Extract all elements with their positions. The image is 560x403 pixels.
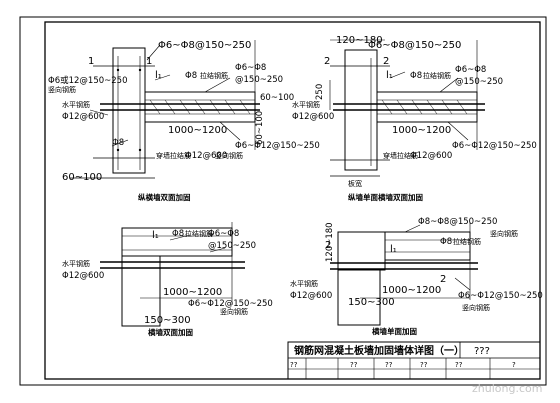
bl-bottom: Φ6~Φ12@150~250: [188, 299, 273, 309]
tl-phi8b: Φ8: [112, 138, 124, 148]
tl-span: 1000~1200: [168, 125, 227, 136]
sheet-title-code: ???: [474, 346, 490, 357]
tl-r3: 60~100: [260, 93, 294, 103]
title-block: [287, 341, 541, 380]
tr-grid-a: 2: [324, 56, 330, 67]
caption-br: 横墙单面加固: [372, 326, 417, 336]
footer-cell-2: ??: [350, 361, 358, 369]
footer-cell-3: ??: [385, 361, 393, 369]
tr-top-dim2: 120~180: [336, 35, 383, 46]
tr-bottom: Φ6~Φ12@150~250: [452, 141, 537, 151]
tr-top-dim: Φ6~Φ8@150~250: [368, 40, 461, 51]
bl-phi8-note: 拉结钢筋: [185, 229, 213, 238]
watermark: zhulong.com: [472, 382, 542, 395]
tl-phi12: Φ12@600: [62, 112, 104, 122]
bl-l1: l₁: [152, 230, 159, 241]
tl-note2: 竖向钢筋: [215, 151, 243, 160]
tl-top-dim: Φ6~Φ8@150~250: [158, 40, 251, 51]
tl-r1: Φ6~Φ8: [235, 63, 266, 73]
bl-r1: Φ6~Φ8: [208, 229, 239, 239]
br-phi8-note: 拉结钢筋: [453, 237, 481, 246]
detail-top-left: [70, 40, 260, 179]
bl-phi12: Φ12@600: [62, 271, 104, 281]
br-span: 1000~1200: [382, 285, 441, 296]
br-top-note: 竖向钢筋: [490, 229, 518, 238]
bl-phi12-note: 水平钢筋: [62, 259, 90, 268]
footer-cell-4: ??: [420, 361, 428, 369]
tl-grid-a: 1: [88, 56, 94, 67]
tl-base: 60~100: [62, 172, 102, 183]
bl-phi8: Φ8: [172, 229, 184, 239]
br-side: 120~180: [325, 222, 335, 262]
detail-bottom-left: [100, 222, 245, 327]
tl-grid-b: 1: [146, 56, 152, 67]
tl-note1: 穿墙拉结筋: [156, 151, 191, 160]
br-phi8: Φ8: [440, 237, 452, 247]
detail-bottom-right: [330, 222, 478, 326]
bl-note: 竖向钢筋: [220, 307, 248, 316]
br-grid2: 2: [325, 240, 331, 251]
br-grid: 2: [440, 274, 446, 285]
br-phi12-note: 水平钢筋: [290, 279, 318, 288]
br-bottom: Φ6~Φ12@150~250: [458, 291, 543, 301]
tl-l1: l₁: [155, 70, 162, 81]
tr-l1: l₁: [386, 70, 393, 81]
sheet-title: 钢筋网混凝土板墙加固墙体详图（一）: [294, 344, 464, 357]
br-top: Φ8~Φ8@150~250: [418, 217, 497, 227]
footer-cell-1: ??: [290, 361, 298, 369]
caption-bl: 横墙双面加固: [148, 327, 193, 337]
tl-left-dim: Φ6或12@150~250: [48, 75, 127, 86]
tr-base: 板宽: [348, 179, 362, 188]
outer-frame: [19, 16, 547, 386]
tr-r2: @150~250: [455, 77, 503, 87]
tr-note1: 穿墙拉结筋: [383, 151, 418, 160]
tr-phi12-note: 水平钢筋: [292, 100, 320, 109]
tr-phi12b: Φ12@600: [410, 151, 452, 161]
tr-grid-b: 2: [383, 56, 389, 67]
bl-r2: @150~250: [208, 241, 256, 251]
tl-left-vert: 60~100: [255, 111, 265, 145]
tl-phi12b: Φ12@600: [185, 151, 227, 161]
tl-bottom: Φ6~Φ12@150~250: [235, 141, 320, 151]
br-phi12: Φ12@600: [290, 291, 332, 301]
tl-phi8-note: 拉结钢筋: [200, 71, 228, 80]
tr-r1: Φ6~Φ8: [455, 65, 486, 75]
tr-span: 1000~1200: [392, 125, 451, 136]
tl-r2: @150~250: [235, 75, 283, 85]
tr-phi12: Φ12@600: [292, 112, 334, 122]
detail-top-right: [329, 39, 485, 177]
br-span2: 150~300: [348, 297, 395, 308]
tr-side: 250: [315, 84, 325, 100]
bl-span: 1000~1200: [163, 287, 222, 298]
br-l1: l₁: [390, 244, 397, 255]
caption-tl: 纵横墙双面加固: [138, 192, 191, 202]
tl-left-note: 竖向钢筋: [48, 85, 76, 94]
footer-page: ?: [512, 361, 516, 369]
bl-span2: 150~300: [144, 315, 191, 326]
tl-phi12-note: 水平钢筋: [62, 100, 90, 109]
footer-cell-5: ??: [455, 361, 463, 369]
caption-tr: 纵墙单面横墙双面加固: [348, 192, 423, 202]
tr-phi8: Φ8: [410, 71, 422, 81]
tr-phi8-note: 拉结钢筋: [423, 71, 451, 80]
br-bottom-note: 竖向钢筋: [462, 303, 490, 312]
tl-phi8: Φ8: [185, 71, 197, 81]
